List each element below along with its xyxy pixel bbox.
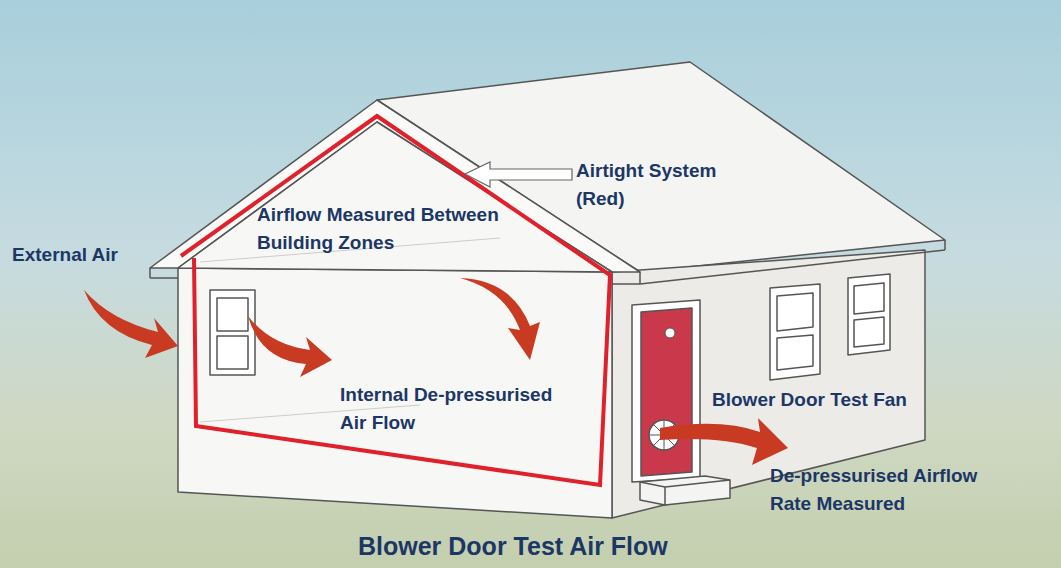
pointer-arrow xyxy=(465,162,572,187)
house xyxy=(150,62,945,518)
airtight-outline xyxy=(181,116,610,485)
label: Airtight System (Red) xyxy=(576,157,736,213)
label: De-pressurised Airflow Rate Measured xyxy=(770,462,1010,518)
label: Internal De-pressurised Air Flow xyxy=(340,381,580,437)
label: Airflow Measured Between Building Zones xyxy=(257,201,522,257)
label: Blower Door Test Fan xyxy=(712,386,907,414)
flow-arrows xyxy=(84,278,788,465)
label: External Air xyxy=(12,241,118,269)
title: Blower Door Test Air Flow xyxy=(358,532,668,561)
